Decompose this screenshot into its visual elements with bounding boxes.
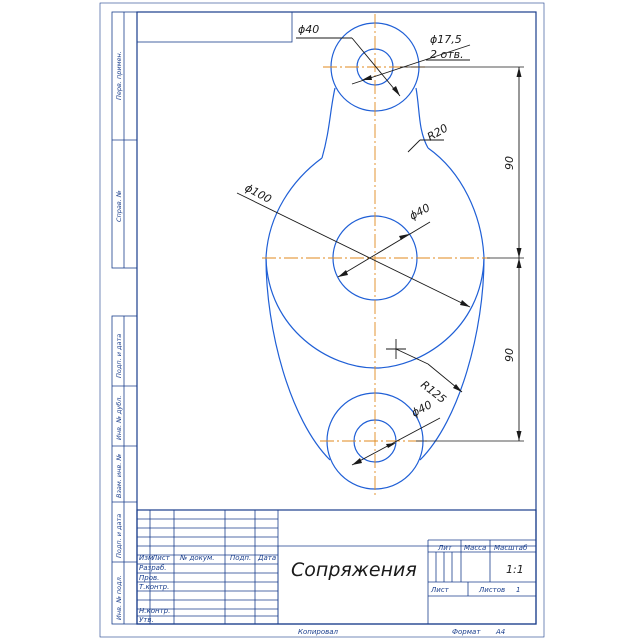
dim-d100: ϕ100 — [243, 181, 274, 206]
r125-dimension: R125 — [386, 339, 463, 406]
tb-list-label: Лист — [430, 586, 450, 594]
dim-qty: 2 отв. — [430, 48, 464, 61]
sheet-border — [99, 2, 545, 638]
tb-listov-label: Листов — [478, 586, 505, 594]
drawing-title: Сопряжения — [291, 559, 417, 581]
tb-header-list: Лист — [151, 554, 171, 562]
main-body-upper — [265, 157, 323, 259]
side-label-perv-primen: Перв. примен. — [115, 51, 123, 100]
main-body-upper-right — [427, 147, 485, 259]
tb-header-ndok: № докум. — [179, 554, 215, 562]
tb-listov-value: 1 — [516, 586, 520, 594]
dim-d40-top: ϕ40 — [298, 23, 319, 36]
bottom-dimensions: ϕ40 — [351, 398, 441, 466]
tb-header-data: Дата — [257, 554, 276, 562]
neck-left — [321, 87, 336, 159]
tb-massa-label: Масса — [464, 544, 486, 552]
title-block: Изм Лист № докум. Подп. Дата Разраб. Про… — [136, 509, 537, 625]
lower-left-flank — [265, 257, 331, 461]
side-label-inv-podl: Инв. № подл. — [115, 575, 123, 620]
tb-role-nkontr: Н.контр. — [139, 607, 170, 615]
tb-role-utv: Утв. — [139, 616, 154, 624]
dim-d40-bottom: ϕ40 — [409, 398, 434, 419]
dim-d175: ϕ17,5 — [430, 33, 462, 46]
side-label-podp-data-2: Подп. и дата — [115, 514, 123, 558]
footer-format: Формат — [452, 628, 481, 636]
side-label-inv-dubl: Инв. № дубл. — [115, 396, 123, 440]
tb-header-izm: Изм — [139, 554, 154, 562]
dim-90-bottom: 90 — [503, 348, 516, 362]
dim-90-top: 90 — [503, 156, 516, 170]
neck-right — [415, 87, 429, 149]
dim-d40-mid: ϕ40 — [407, 201, 432, 222]
top-left-stamp — [136, 11, 293, 43]
side-label-podp-data-1: Подп. и дата — [115, 334, 123, 378]
lower-right-flank — [419, 257, 485, 461]
side-label-sprav: Справ. № — [115, 190, 123, 222]
tb-header-podp: Подп. — [230, 554, 251, 562]
footer-kopiroval: Копировал — [298, 628, 339, 636]
vertical-dimensions: 90 90 — [503, 67, 522, 441]
tb-scale-value: 1:1 — [506, 563, 524, 576]
middle-dimensions: ϕ100 ϕ40 — [236, 181, 471, 308]
tb-role-razrab: Разраб. — [139, 564, 167, 572]
tb-role-tkontr: Т.контр. — [139, 583, 169, 591]
tb-role-prov: Пров. — [139, 574, 159, 582]
footer-format-value: А4 — [495, 628, 505, 636]
side-label-vzam-inv: Взам. инв. № — [115, 454, 123, 498]
top-dimensions: ϕ40 ϕ17,5 2 отв. R20 — [296, 23, 471, 153]
sheet-footer: Копировал Формат А4 — [298, 628, 505, 636]
tb-masshtab-label: Масштаб — [494, 544, 528, 552]
drawing-frame — [136, 11, 537, 625]
extension-lines — [400, 66, 524, 442]
center-lines — [262, 14, 490, 495]
side-strip: Перв. примен. Справ. № Подп. и дата Инв.… — [111, 11, 138, 625]
tb-lit-label: Лит — [437, 544, 453, 552]
